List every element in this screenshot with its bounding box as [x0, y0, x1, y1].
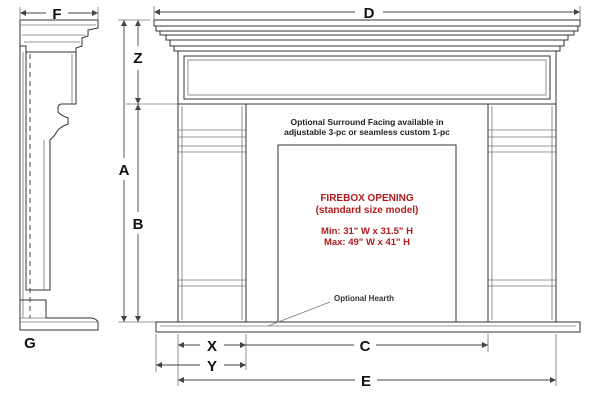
- label-a: A: [119, 162, 130, 179]
- hearth-callout: Optional Hearth: [267, 294, 394, 327]
- label-g: G: [24, 335, 36, 352]
- dimension-z: Z: [126, 19, 180, 105]
- label-f: F: [52, 6, 61, 23]
- label-c: C: [360, 338, 371, 355]
- surround-note: Optional Surround Facing available in ad…: [284, 117, 450, 137]
- label-b: B: [133, 216, 144, 233]
- surround-note-line-1: Optional Surround Facing available in: [290, 117, 443, 127]
- dimension-b: B: [118, 104, 156, 323]
- front-view: [153, 19, 581, 333]
- dimension-a: A: [118, 19, 132, 322]
- dimension-c: C: [246, 334, 489, 355]
- hearth-note: Optional Hearth: [334, 294, 394, 303]
- dimension-f: F: [19, 6, 99, 23]
- dimension-e: E: [178, 334, 557, 390]
- dimension-d: D: [153, 5, 581, 22]
- label-z: Z: [133, 50, 142, 67]
- dimension-y: Y: [155, 334, 246, 375]
- firebox-subtitle: (standard size model): [316, 205, 419, 216]
- label-x: X: [207, 338, 217, 355]
- label-y: Y: [207, 358, 217, 375]
- firebox-max-size: Max: 49" W x 41" H: [324, 237, 410, 248]
- firebox-min-size: Min: 31" W x 31.5" H: [321, 226, 413, 237]
- surround-note-line-2: adjustable 3-pc or seamless custom 1-pc: [284, 127, 450, 137]
- label-d: D: [364, 5, 375, 22]
- dimension-x: X: [177, 334, 247, 386]
- label-e: E: [361, 373, 371, 390]
- side-profile-view: [19, 19, 99, 331]
- firebox-label: FIREBOX OPENING (standard size model) Mi…: [316, 193, 419, 248]
- firebox-title: FIREBOX OPENING: [320, 193, 414, 204]
